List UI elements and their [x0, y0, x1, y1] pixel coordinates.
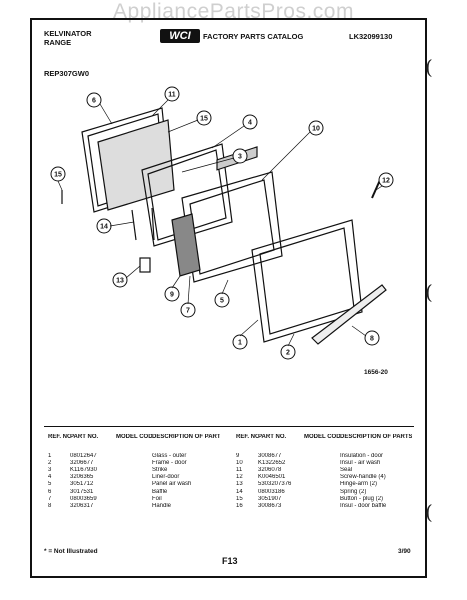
callout-13: 13 — [116, 278, 124, 285]
insulation-shape — [97, 119, 175, 211]
revision-date: 3/90 — [398, 548, 411, 555]
callout-7: 7 — [186, 308, 190, 315]
header-desc: DESCRIPTION OF PARTS — [340, 434, 412, 440]
callout-1: 1 — [238, 340, 242, 347]
brand-name: KELVINATOR — [44, 29, 92, 38]
outer-frame-shape — [251, 219, 363, 343]
callout-3: 3 — [238, 154, 242, 161]
brand-label: KELVINATOR RANGE — [44, 29, 92, 47]
parts-table-left: REF. NO. PART NO. MODEL CODES DESCRIPTIO… — [48, 434, 220, 510]
callout-10: 10 — [312, 126, 320, 133]
callout-4: 4 — [248, 120, 252, 127]
table-header: REF. NO. PART NO. MODEL CODES DESCRIPTIO… — [48, 434, 220, 441]
binder-hole-mark-bottom: ( — [425, 500, 433, 524]
header-model: MODEL CODES — [116, 434, 152, 440]
table-header: REF. NO. PART NO. MODEL CODES DESCRIPTIO… — [236, 434, 412, 441]
callout-11: 11 — [168, 92, 176, 99]
header-ref: REF. NO. — [236, 434, 258, 440]
foil-shape — [171, 213, 201, 277]
not-illustrated-note: * = Not Illustrated — [44, 548, 98, 555]
parts-table-right: REF. NO. PART NO. MODEL CODES DESCRIPTIO… — [236, 434, 412, 510]
figure-number: 1656-20 — [364, 369, 388, 376]
model-number: REP307GW0 — [44, 69, 90, 78]
callout-14: 14 — [100, 224, 108, 231]
watermark: AppliancePartsPros.com — [113, 0, 354, 23]
header-model: MODEL CODES — [304, 434, 340, 440]
page-number: F13 — [222, 556, 238, 566]
header-desc: DESCRIPTION OF PARTS — [152, 434, 220, 440]
header-ref: REF. NO. — [48, 434, 70, 440]
page-border — [30, 18, 427, 578]
callout-15: 15 — [200, 116, 208, 123]
door-exploded-diagram: 6 11 15 4 3 10 15 12 14 13 9 7 5 1 2 8 — [50, 86, 394, 360]
catalog-number: LK32099130 — [349, 32, 393, 41]
door-baffle-shape — [141, 143, 233, 247]
header-part: PART NO. — [258, 434, 287, 440]
binder-hole-mark-top: ( — [425, 55, 433, 79]
table-top-rule — [44, 426, 414, 427]
callout-9: 9 — [170, 292, 174, 299]
callout-2: 2 — [286, 350, 290, 357]
binder-hole-mark-middle: ( — [425, 280, 433, 304]
header-part: PART NO. — [70, 434, 99, 440]
callout-12: 12 — [382, 178, 390, 185]
callout-15-left: 15 — [54, 172, 62, 179]
callout-8: 8 — [370, 336, 374, 343]
catalog-title: FACTORY PARTS CATALOG — [203, 32, 304, 41]
callout-5: 5 — [220, 298, 224, 305]
product-type: RANGE — [44, 38, 72, 47]
wci-logo: WCI — [160, 29, 200, 43]
callout-6: 6 — [92, 98, 96, 105]
handle-shape — [311, 284, 387, 345]
